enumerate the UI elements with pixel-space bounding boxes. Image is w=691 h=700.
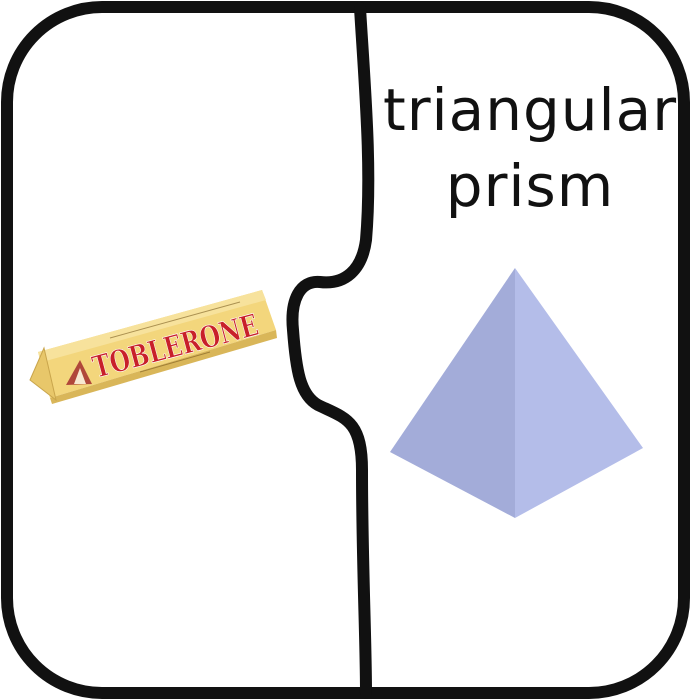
puzzle-divider: [286, 2, 375, 699]
word-line-1: triangular: [382, 76, 678, 144]
word-label: triangular prism: [380, 72, 680, 224]
word-line-2: prism: [445, 152, 615, 220]
pyramid-shape-icon: [390, 268, 643, 518]
